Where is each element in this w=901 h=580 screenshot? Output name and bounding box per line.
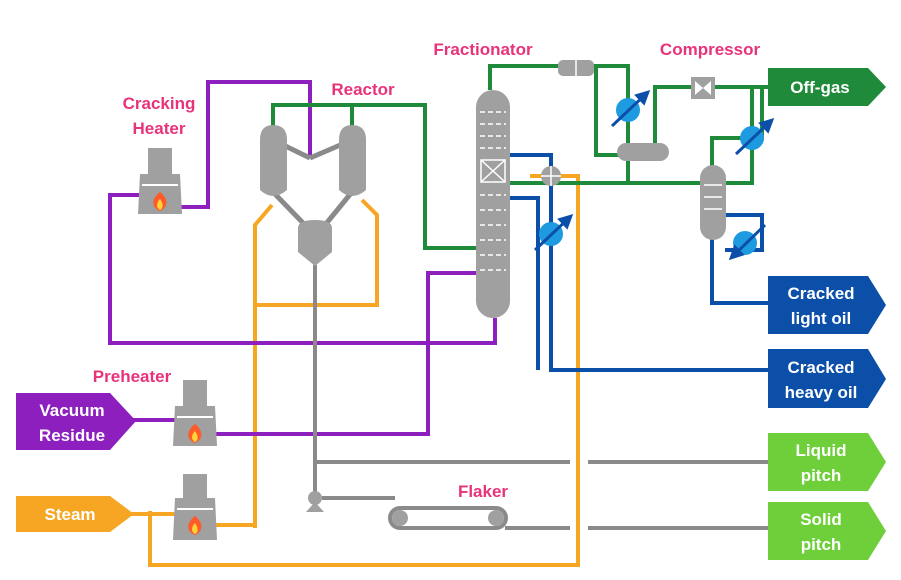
reflux-drum	[617, 143, 669, 161]
stripper-column	[700, 165, 726, 240]
flame-icon	[188, 516, 202, 535]
fractionator-column	[476, 90, 510, 318]
input-tag-steam: Steam	[16, 496, 134, 532]
output-tag-liquid-pitch: Liquid pitch	[768, 433, 886, 491]
heat-exchanger-icon	[610, 89, 651, 128]
heat-exchanger-icon	[533, 213, 574, 252]
compressor-label: Compressor	[660, 40, 761, 59]
cracking-heater-label-line1: Cracking	[123, 94, 196, 113]
cracking-heater-label-line2: Heater	[133, 119, 186, 138]
flaker-label: Flaker	[458, 482, 508, 501]
cracked-heavy-oil-line2: heavy oil	[785, 383, 858, 402]
pump-icon	[306, 491, 324, 512]
mixer-icon	[541, 166, 561, 186]
output-tag-off-gas: Off-gas	[768, 68, 886, 106]
flame-icon	[153, 192, 167, 211]
preheater-label: Preheater	[93, 367, 172, 386]
reactor-label: Reactor	[331, 80, 395, 99]
cracking-heater	[138, 148, 182, 214]
compressor-icon	[691, 77, 715, 99]
flaker-belt	[388, 506, 508, 530]
vacuum-residue-label-line2: Residue	[39, 426, 105, 445]
reactor	[260, 125, 366, 266]
heat-exchanger-icon	[728, 223, 767, 261]
overhead-drum	[558, 60, 594, 76]
output-tag-cracked-light-oil: Cracked light oil	[768, 276, 886, 334]
solid-pitch-line1: Solid	[800, 510, 842, 529]
output-tag-cracked-heavy-oil: Cracked heavy oil	[768, 349, 886, 408]
liquid-pitch-line1: Liquid	[796, 441, 847, 460]
output-tag-solid-pitch: Solid pitch	[768, 502, 886, 560]
vacuum-residue-label-line1: Vacuum	[39, 401, 104, 420]
steam-label: Steam	[44, 505, 95, 524]
input-tag-vacuum-residue: Vacuum Residue	[16, 393, 136, 450]
fractionator-label: Fractionator	[433, 40, 533, 59]
preheater	[173, 380, 217, 446]
solid-pitch-line2: pitch	[801, 535, 842, 554]
cracked-heavy-oil-line1: Cracked	[787, 358, 854, 377]
cracked-light-oil-line1: Cracked	[787, 284, 854, 303]
heat-exchanger-icon	[734, 117, 775, 156]
liquid-pitch-line2: pitch	[801, 466, 842, 485]
cracked-light-oil-line2: light oil	[791, 309, 851, 328]
blue-pipes	[510, 153, 770, 372]
steam-heater	[173, 474, 217, 540]
off-gas-label: Off-gas	[790, 78, 850, 97]
gray-pipes	[313, 265, 770, 530]
flame-icon	[188, 424, 202, 443]
